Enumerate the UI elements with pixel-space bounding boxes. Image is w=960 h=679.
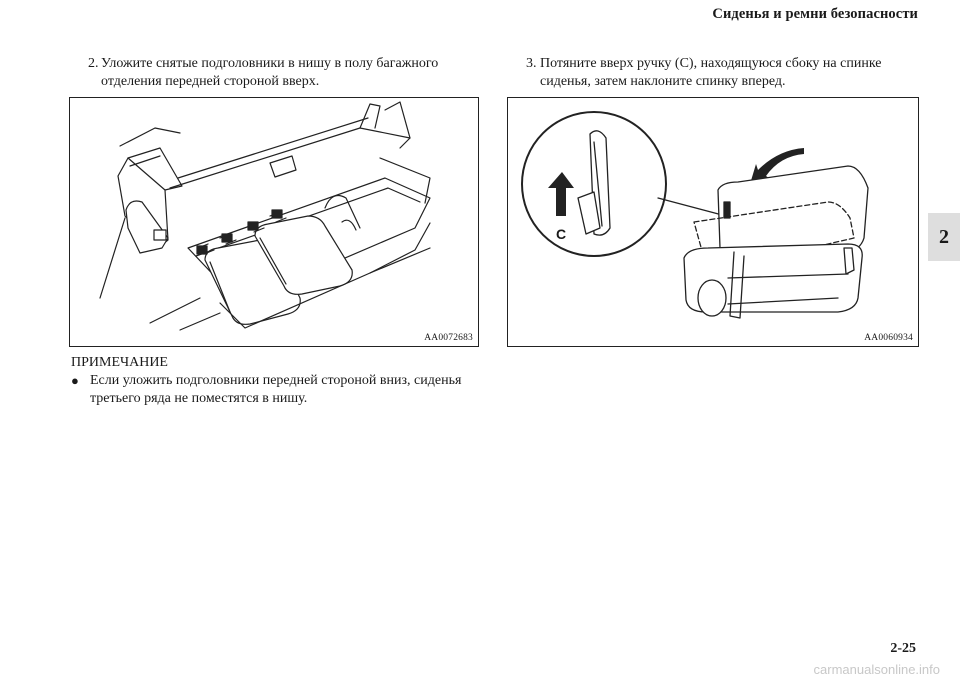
step-2-text: Уложите снятые подголовники в нишу в пол…: [101, 56, 439, 89]
bullet-icon: ●: [71, 373, 79, 388]
step-3-number: 3.: [526, 56, 537, 71]
step-3-text: Потяните вверх ручку (C), находящуюся сб…: [540, 56, 882, 89]
cargo-niche-illustration: [99, 101, 431, 331]
figure-code: AA0072683: [424, 333, 473, 343]
seat-handle-illustration: [521, 111, 869, 319]
page-number: 2-25: [890, 641, 916, 656]
note-text: Если уложить подголовники передней сторо…: [90, 373, 462, 406]
note-title: ПРИМЕЧАНИЕ: [71, 355, 168, 370]
figure-seat-handle: C AA0060934: [507, 97, 919, 347]
page-header-title: Сиденья и ремни безопасности: [712, 6, 918, 22]
step-2-number: 2.: [88, 56, 99, 71]
figure-code: AA0060934: [864, 333, 913, 343]
watermark: carmanualsonline.info: [813, 662, 940, 677]
chapter-tab: 2: [928, 213, 960, 261]
handle-callout-label: C: [556, 226, 567, 242]
figure-cargo-niche: AA0072683: [69, 97, 479, 347]
